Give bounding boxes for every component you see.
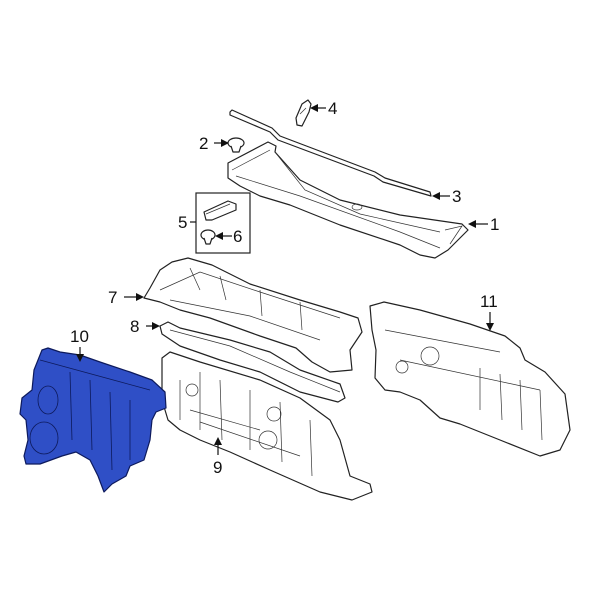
part-4-bracket[interactable] <box>295 99 312 127</box>
part-10-dash-insulator[interactable] <box>19 347 167 493</box>
parts-group-box <box>195 192 251 254</box>
svg-text:2: 2 <box>199 134 208 153</box>
callout-9: 9 <box>213 437 222 477</box>
callout-1: 1 <box>468 215 499 234</box>
svg-text:11: 11 <box>480 292 498 311</box>
part-3-seal-strip[interactable] <box>229 109 432 197</box>
svg-text:5: 5 <box>178 213 187 232</box>
part-2-clip[interactable] <box>227 137 245 153</box>
part-8-reinforcement[interactable] <box>159 321 346 403</box>
svg-text:9: 9 <box>213 458 222 477</box>
part-7-upper-cowl[interactable] <box>143 257 363 373</box>
part-5-clip-bracket[interactable] <box>203 200 237 221</box>
callout-6: 6 <box>215 227 242 246</box>
callout-2: 2 <box>199 134 229 153</box>
part-6-retainer[interactable] <box>200 229 216 245</box>
part-11-dash-silencer[interactable] <box>369 301 571 457</box>
callout-4: 4 <box>310 99 337 118</box>
part-9-dash-panel[interactable] <box>161 351 373 501</box>
svg-text:1: 1 <box>490 215 499 234</box>
svg-text:4: 4 <box>328 99 337 118</box>
callout-8: 8 <box>130 317 160 336</box>
svg-text:3: 3 <box>452 187 461 206</box>
svg-text:7: 7 <box>108 288 117 307</box>
svg-text:8: 8 <box>130 317 139 336</box>
callout-5: 5 <box>178 213 196 232</box>
svg-text:6: 6 <box>233 227 242 246</box>
callout-3: 3 <box>432 187 461 206</box>
callout-10: 10 <box>70 327 89 362</box>
callout-11: 11 <box>480 292 498 331</box>
svg-text:10: 10 <box>70 327 89 346</box>
part-1-cowl-top[interactable] <box>227 141 469 259</box>
callout-7: 7 <box>108 288 144 307</box>
